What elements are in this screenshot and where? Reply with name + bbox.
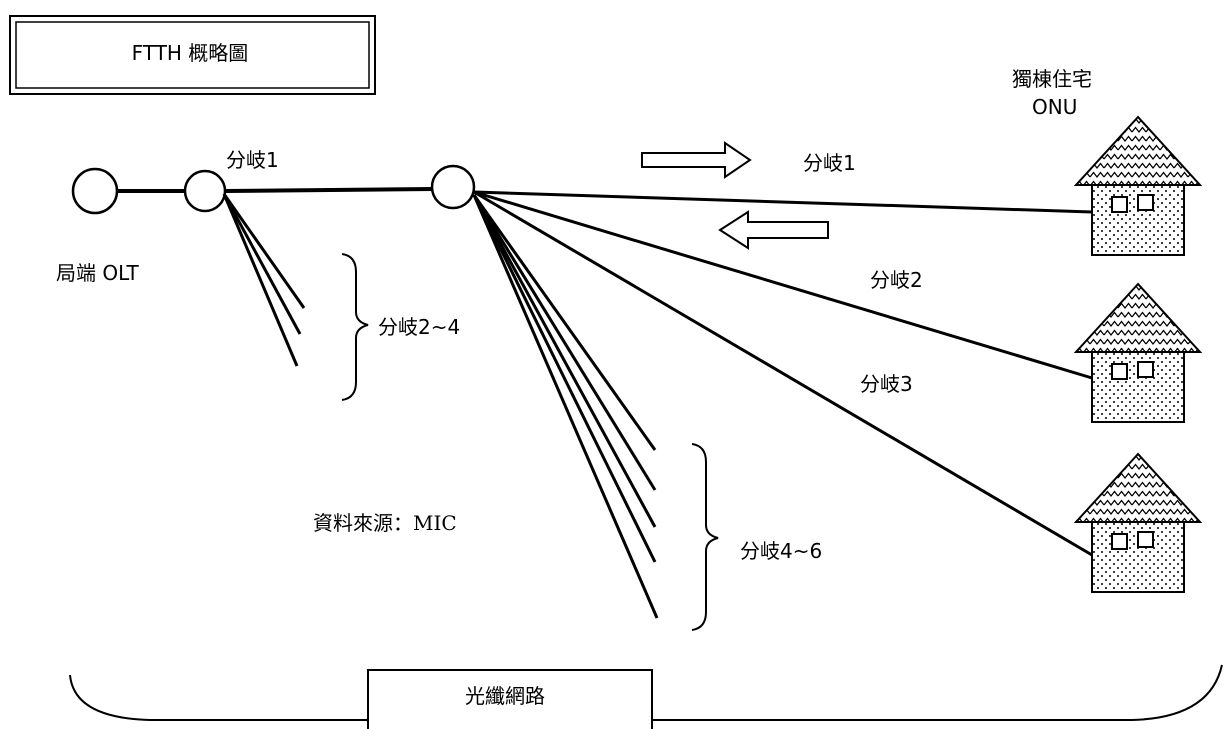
- network-bracket: [69, 664, 1223, 721]
- first-splitter-branches: [222, 193, 306, 367]
- house-feed-lines: [473, 190, 1093, 557]
- first-split-label: 分岐1: [226, 148, 279, 172]
- house-3-branch-label: 分岐3: [860, 372, 913, 396]
- house-icon: [1073, 282, 1203, 423]
- second-splitter-branches: [472, 194, 659, 619]
- house-1-branch-label: 分岐1: [803, 151, 856, 175]
- title-box: FTTH 概略圖: [9, 15, 376, 95]
- trunk-line-splitter: [225, 187, 434, 193]
- second-splitter-node: [430, 164, 476, 210]
- olt-label: 局端 OLT: [56, 261, 139, 285]
- downstream-arrow-icon: [641, 141, 752, 179]
- house-icon: [1073, 115, 1203, 256]
- house-icon: [1073, 452, 1203, 593]
- network-label-box: [367, 669, 653, 729]
- residence-label: 獨棟住宅: [1012, 67, 1092, 91]
- first-split-others-label: 分岐2~4: [378, 315, 460, 339]
- olt-node: [71, 167, 119, 215]
- second-split-others-label: 分岐4~6: [740, 539, 822, 563]
- onu-label: ONU: [1032, 95, 1077, 119]
- diagram-title: FTTH 概略圖: [132, 41, 249, 65]
- first-splitter-node: [183, 169, 227, 213]
- brace-second-branches: [691, 443, 719, 631]
- house-2-branch-label: 分岐2: [870, 268, 923, 292]
- network-label: 光纖網路: [465, 684, 545, 708]
- source-caption: 資料來源：MIC: [313, 511, 457, 535]
- upstream-arrow-icon: [718, 210, 829, 250]
- brace-first-branches: [341, 253, 369, 401]
